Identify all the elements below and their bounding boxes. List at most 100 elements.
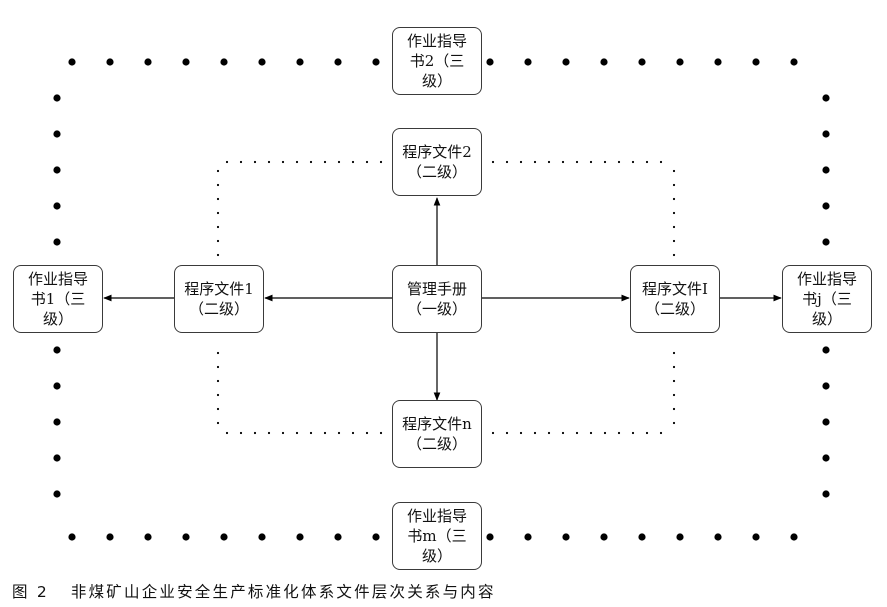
boundary-dot xyxy=(672,407,676,411)
boundary-dot xyxy=(822,418,830,426)
node-line: 级） xyxy=(42,310,73,328)
boundary-dot xyxy=(589,160,593,164)
boundary-dot xyxy=(672,351,676,355)
boundary-dot xyxy=(752,58,760,66)
node-line: （二级） xyxy=(406,163,467,181)
boundary-dot xyxy=(337,431,341,435)
boundary-dot xyxy=(53,418,61,426)
boundary-dot xyxy=(672,197,676,201)
boundary-dot xyxy=(68,58,76,66)
node-line: 级） xyxy=(421,547,452,565)
boundary-dot xyxy=(561,160,565,164)
boundary-dot xyxy=(216,365,220,369)
boundary-dot xyxy=(672,169,676,173)
boundary-dot xyxy=(216,421,220,425)
boundary-dot xyxy=(603,431,607,435)
boundary-dot xyxy=(672,183,676,187)
boundary-dot xyxy=(822,166,830,174)
node-line: 书m（三 xyxy=(407,527,467,545)
boundary-dot xyxy=(258,58,266,66)
second-level-boundary xyxy=(216,160,676,435)
boundary-dot xyxy=(676,58,684,66)
boundary-dot xyxy=(351,160,355,164)
node-line: 级） xyxy=(811,310,842,328)
boundary-dot xyxy=(672,421,676,425)
boundary-dot xyxy=(106,58,114,66)
boundary-dot xyxy=(533,431,537,435)
boundary-dot xyxy=(323,160,327,164)
node-line: 程序文件I xyxy=(642,280,708,298)
boundary-dot xyxy=(372,58,380,66)
boundary-dot xyxy=(714,533,722,541)
boundary-dot xyxy=(323,431,327,435)
boundary-dot xyxy=(790,58,798,66)
boundary-dot xyxy=(547,431,551,435)
boundary-dot xyxy=(216,379,220,383)
boundary-dot xyxy=(524,58,532,66)
boundary-dot xyxy=(659,160,663,164)
boundary-dot xyxy=(575,431,579,435)
boundary-dot xyxy=(822,382,830,390)
boundary-dot xyxy=(519,431,523,435)
boundary-dot xyxy=(267,431,271,435)
boundary-dot xyxy=(225,431,229,435)
boundary-dot xyxy=(53,238,61,246)
boundary-dot xyxy=(561,431,565,435)
node-line: （二级） xyxy=(188,300,249,318)
boundary-dot xyxy=(672,225,676,229)
node-line: 书1（三 xyxy=(30,290,86,308)
node-line: 程序文件1 xyxy=(184,280,254,298)
boundary-dot xyxy=(372,533,380,541)
boundary-dot xyxy=(309,160,313,164)
boundary-dot xyxy=(216,393,220,397)
boundary-dot xyxy=(645,431,649,435)
boundary-dot xyxy=(53,346,61,354)
boundary-dot xyxy=(182,533,190,541)
boundary-dot xyxy=(617,160,621,164)
boundary-dot xyxy=(672,239,676,243)
node-line: 作业指导 xyxy=(406,507,467,525)
boundary-dot xyxy=(672,211,676,215)
node-proc-left: 程序文件1 （二级） xyxy=(174,265,264,333)
boundary-dot xyxy=(822,454,830,462)
boundary-dot xyxy=(491,431,495,435)
boundary-dot xyxy=(295,431,299,435)
boundary-dot xyxy=(253,431,257,435)
boundary-dot xyxy=(144,533,152,541)
node-line: （二级） xyxy=(644,300,705,318)
boundary-dot xyxy=(216,239,220,243)
node-guide-bottom: 作业指导 书m（三 级） xyxy=(392,502,482,570)
boundary-dot xyxy=(334,533,342,541)
boundary-dot xyxy=(53,130,61,138)
boundary-dot xyxy=(575,160,579,164)
boundary-dot xyxy=(144,58,152,66)
boundary-dot xyxy=(53,454,61,462)
node-line: 书j（三 xyxy=(802,290,852,308)
boundary-dot xyxy=(524,533,532,541)
boundary-dot xyxy=(258,533,266,541)
node-line: 书2（三 xyxy=(409,52,465,70)
boundary-dot xyxy=(281,160,285,164)
node-line: 作业指导 xyxy=(27,270,88,288)
boundary-dot xyxy=(822,130,830,138)
boundary-dot xyxy=(295,160,299,164)
boundary-dot xyxy=(239,160,243,164)
node-proc-right: 程序文件I （二级） xyxy=(630,265,720,333)
node-line: 管理手册 xyxy=(406,280,467,298)
boundary-dot xyxy=(53,382,61,390)
boundary-dot xyxy=(589,431,593,435)
boundary-dot xyxy=(337,160,341,164)
boundary-dot xyxy=(216,351,220,355)
node-guide-left: 作业指导 书1（三 级） xyxy=(13,265,103,333)
boundary-dot xyxy=(68,533,76,541)
boundary-dot xyxy=(106,533,114,541)
boundary-dot xyxy=(216,211,220,215)
boundary-dot xyxy=(672,365,676,369)
boundary-dot xyxy=(216,169,220,173)
boundary-dot xyxy=(334,58,342,66)
boundary-dot xyxy=(822,346,830,354)
node-manual: 管理手册 （一级） xyxy=(392,265,482,333)
boundary-dot xyxy=(365,431,369,435)
